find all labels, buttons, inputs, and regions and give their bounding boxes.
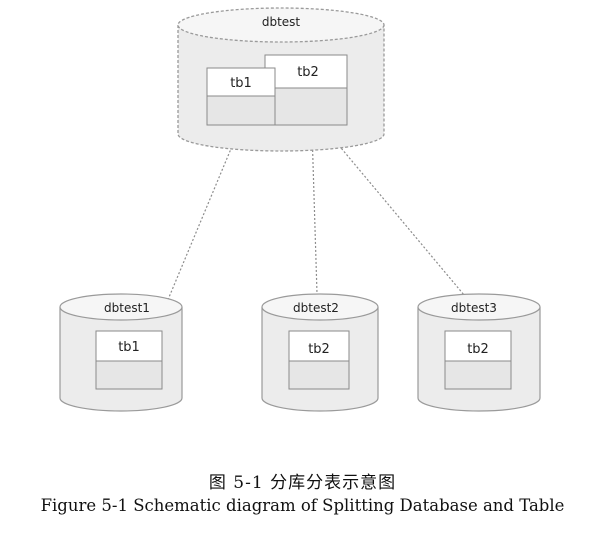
source-table-tb2-label: tb2 [297, 65, 319, 80]
source-db-label: dbtest [262, 15, 301, 29]
shard-db-dbtest1-label: dbtest1 [104, 301, 150, 315]
shard-table-dbtest3-label: tb2 [467, 342, 489, 357]
source-table-tb1-label: tb1 [230, 76, 252, 91]
shard-db-dbtest1: dbtest1 tb1 [59, 293, 183, 412]
connector-tb2-to-dbtest3 [325, 129, 492, 328]
figure-caption-chinese: 图 5-1 分库分表示意图 [208, 473, 397, 493]
shard-table-dbtest1-label: tb1 [118, 340, 140, 355]
source-table-tb2: tb2 [264, 54, 348, 126]
shard-table-dbtest2-label: tb2 [308, 342, 330, 357]
shard-db-dbtest2-label: dbtest2 [293, 301, 339, 315]
source-table-tb1: tb1 [206, 67, 276, 126]
figure-caption-english: Figure 5-1 Schematic diagram of Splittin… [40, 496, 565, 515]
connector-tb1-to-dbtest1 [155, 131, 239, 329]
connector-tb2-to-dbtest2 [311, 129, 323, 329]
shard-db-dbtest2: dbtest2 tb2 [261, 293, 379, 412]
shard-db-dbtest3-label: dbtest3 [451, 301, 497, 315]
shard-db-dbtest3: dbtest3 tb2 [417, 293, 541, 412]
